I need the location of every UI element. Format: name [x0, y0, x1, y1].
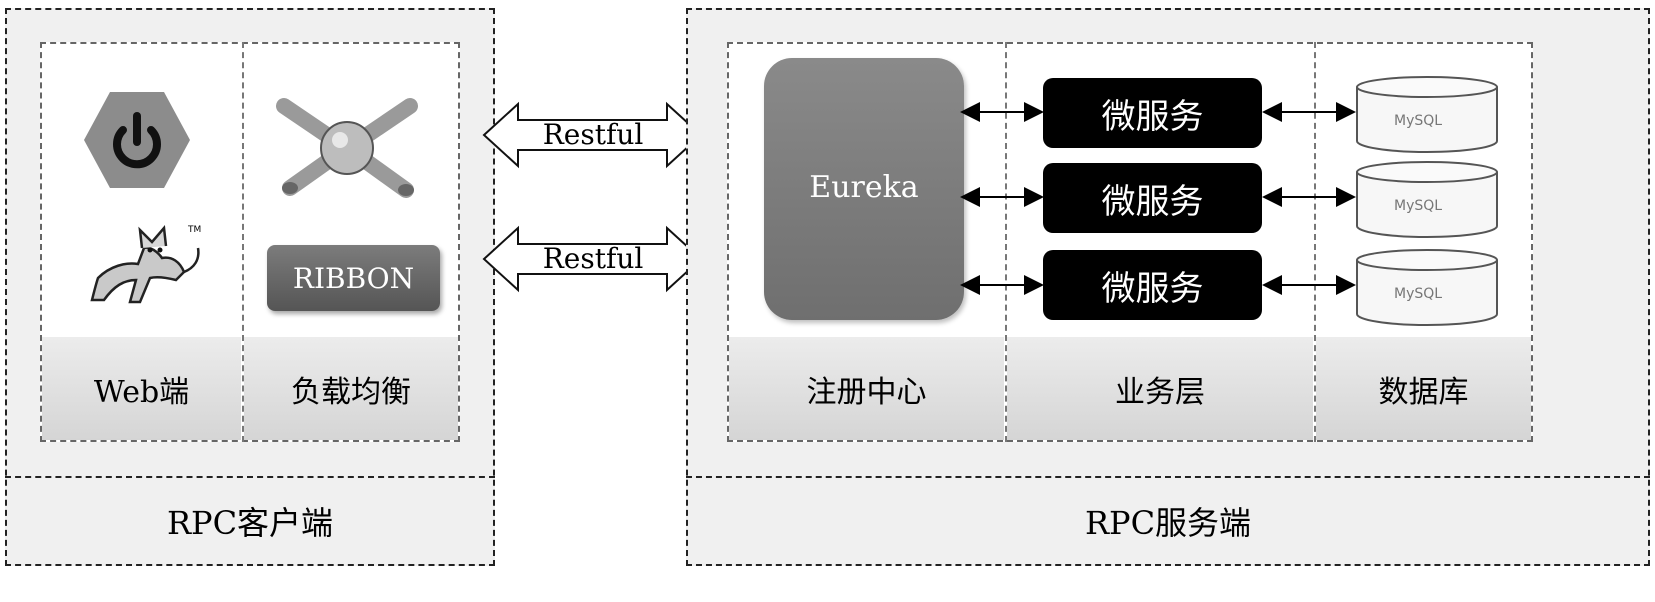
mysql-db-icon-3: MySQL — [1356, 249, 1498, 326]
mysql-logo-1: MySQL — [1394, 113, 1442, 129]
load-balance-label: 负载均衡 — [244, 337, 458, 440]
registry-center-label: 注册中心 — [729, 337, 1004, 440]
mysql-logo-3: MySQL — [1394, 286, 1442, 302]
ribbon-badge: RIBBON — [267, 245, 440, 311]
server-divider-2 — [1314, 42, 1316, 442]
eureka-registry: Eureka — [764, 58, 964, 320]
web-label: Web端 — [42, 337, 241, 440]
server-caption-divider — [686, 476, 1650, 478]
load-balancer-icon — [276, 98, 418, 198]
svg-text:TM: TM — [187, 225, 201, 235]
tomcat-icon: TM — [90, 225, 201, 304]
mysql-logo-2: MySQL — [1394, 198, 1442, 214]
client-column-divider — [242, 42, 244, 442]
business-layer-label: 业务层 — [1007, 337, 1313, 440]
server-divider-1 — [1005, 42, 1007, 442]
microservice-1: 微服务 — [1043, 78, 1262, 148]
restful-label-bottom: Restful — [542, 241, 644, 275]
rpc-client-caption: RPC客户端 — [166, 504, 334, 542]
rpc-server-caption: RPC服务端 — [1084, 504, 1252, 542]
database-label: 数据库 — [1316, 337, 1531, 440]
restful-label-top: Restful — [542, 117, 644, 151]
connector-arrows — [960, 102, 1356, 295]
mysql-db-icon-2: MySQL — [1356, 161, 1498, 238]
mysql-db-icon-1: MySQL — [1356, 76, 1498, 153]
microservice-3: 微服务 — [1043, 250, 1262, 320]
spring-boot-power-icon — [84, 92, 190, 188]
microservice-2: 微服务 — [1043, 163, 1262, 233]
client-caption-divider — [5, 476, 495, 478]
